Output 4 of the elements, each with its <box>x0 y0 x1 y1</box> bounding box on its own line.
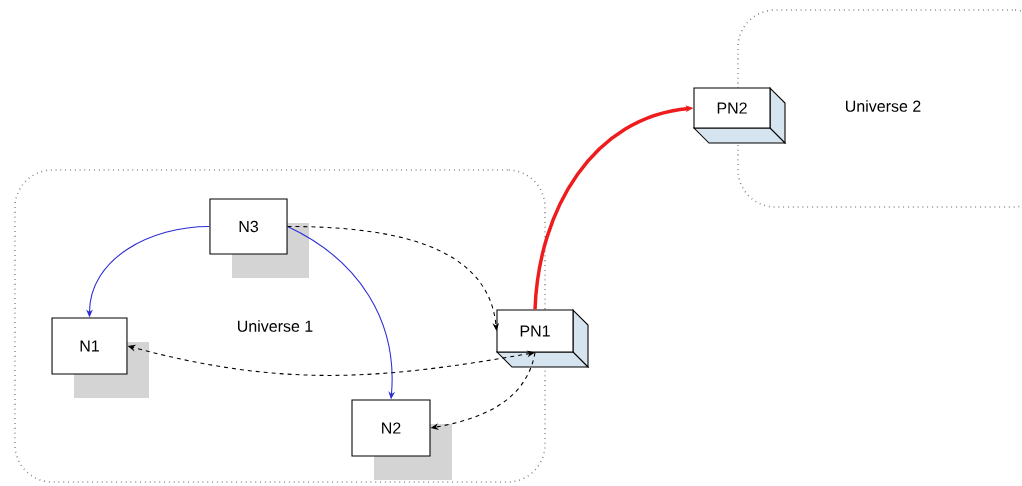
process-box: N1 <box>51 317 149 398</box>
arrow <box>287 225 500 331</box>
process-box: N3 <box>209 198 309 278</box>
process-box: N2 <box>351 399 452 480</box>
